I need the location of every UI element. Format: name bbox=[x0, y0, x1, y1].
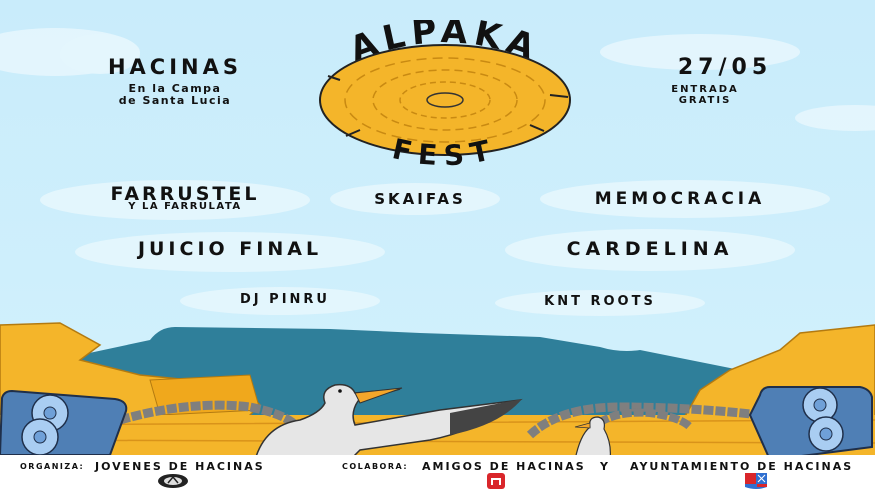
cable-left-icon bbox=[118, 400, 304, 433]
organiza-label: ORGANIZA: bbox=[20, 462, 85, 471]
landscape-illustration bbox=[0, 322, 875, 460]
conjunction: Y bbox=[600, 460, 610, 473]
colabora-name-2: AYUNTAMIENTO DE HACINAS bbox=[630, 460, 854, 473]
band-farrustel: FARRUSTEL bbox=[110, 183, 260, 205]
band-knt-roots: KNT ROOTS bbox=[544, 294, 656, 309]
band-farrustel-subtitle: Y LA FARRULATA bbox=[128, 201, 242, 212]
footer-credits: ORGANIZA: JOVENES DE HACINAS COLABORA: A… bbox=[0, 455, 875, 492]
stork-small-icon bbox=[574, 416, 611, 460]
cloud bbox=[75, 232, 385, 272]
band-dj-pinru: DJ PINRU bbox=[240, 292, 330, 307]
speaker-right-icon bbox=[748, 386, 873, 460]
colabora-name-1: AMIGOS DE HACINAS bbox=[422, 460, 586, 473]
cloud bbox=[330, 183, 500, 215]
colabora-label: COLABORA: bbox=[342, 462, 409, 471]
organiza-name: JOVENES DE HACINAS bbox=[95, 460, 265, 473]
jovenes-logo-icon bbox=[158, 474, 188, 488]
band-memocracia: MEMOCRACIA bbox=[594, 189, 766, 209]
amigos-logo-icon bbox=[487, 473, 505, 489]
venue-line-2: de Santa Lucia bbox=[118, 94, 232, 107]
event-date: 27/05 bbox=[677, 55, 773, 80]
ayuntamiento-shield-icon bbox=[745, 473, 767, 489]
cloud bbox=[180, 287, 380, 315]
cloud bbox=[495, 290, 705, 316]
venue-line-1: En la Campa bbox=[128, 82, 222, 95]
stork-large-icon bbox=[254, 383, 523, 460]
speaker-left-icon bbox=[0, 389, 128, 456]
band-cardelina: CARDELINA bbox=[566, 238, 734, 260]
entry-line-1: ENTRADA bbox=[671, 84, 739, 95]
cable-right-icon bbox=[526, 402, 761, 439]
band-skaifas: SKAIFAS bbox=[374, 190, 466, 208]
cloud bbox=[600, 34, 800, 70]
cloud bbox=[540, 180, 830, 218]
entry-line-2: GRATIS bbox=[678, 95, 732, 106]
hay-bale-logo-icon: ALPAKA FEST bbox=[319, 20, 571, 173]
town-name: HACINAS bbox=[107, 55, 242, 79]
band-juicio-final: JUICIO FINAL bbox=[137, 238, 323, 260]
cloud bbox=[60, 34, 140, 74]
cloud bbox=[505, 229, 795, 271]
cloud bbox=[40, 180, 310, 220]
